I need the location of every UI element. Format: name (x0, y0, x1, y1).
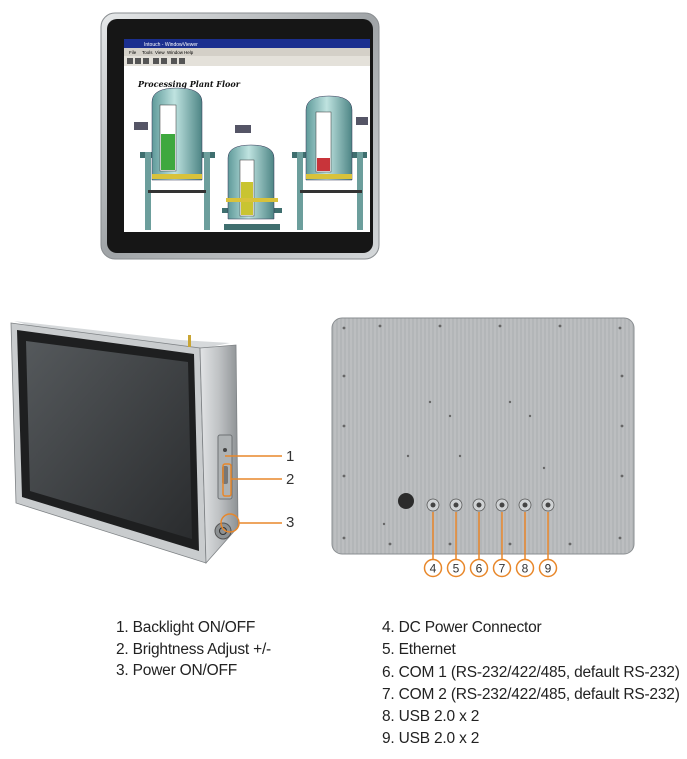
menu-tools: Tools (142, 50, 153, 55)
callout-6: 6 (476, 562, 483, 576)
menu-help: Help (184, 50, 194, 55)
tank-right (292, 95, 368, 230)
menu-file: File (129, 50, 137, 55)
rear-view-illustration: 4 5 6 7 8 9 (331, 317, 635, 578)
legend-item-com2: 7. COM 2 (RS-232/422/485, default RS-232… (382, 685, 680, 703)
tank-left (134, 87, 215, 230)
callout-4: 4 (430, 562, 437, 576)
side-callout-lines (220, 455, 282, 533)
front-view-illustration: Intouch - WindowViewer File Tools View W… (100, 12, 380, 260)
power-button-icon (214, 522, 232, 540)
backlight-button-icon (223, 448, 227, 452)
menu-window: Window (167, 50, 184, 55)
menu-view: View (155, 50, 165, 55)
side-view-illustration (10, 321, 239, 565)
callout-1: 1 (286, 448, 295, 465)
legend-item-dc-power: 4. DC Power Connector (382, 619, 542, 636)
legend-item-ethernet: 5. Ethernet (382, 641, 456, 659)
legend-rear-io: 4. DC Power Connector 5. Ethernet 6. COM… (382, 617, 680, 751)
callout-7: 7 (499, 562, 506, 576)
legend-side-controls: 1. Backlight ON/OFF 2. Brightness Adjust… (116, 617, 271, 682)
screen-title: Processing Plant Floor (137, 79, 241, 89)
legend-item-backlight: 1. Backlight ON/OFF (116, 619, 256, 636)
callout-9: 9 (545, 562, 552, 576)
legend-item-usb-b: 9. USB 2.0 x 2 (382, 730, 480, 748)
legend-item-com1: 6. COM 1 (RS-232/422/485, default RS-232… (382, 663, 680, 681)
callout-3: 3 (286, 514, 295, 531)
legend-item-usb-a: 8. USB 2.0 x 2 (382, 708, 480, 726)
callout-8: 8 (522, 562, 529, 576)
legend-item-power: 3. Power ON/OFF (116, 662, 238, 679)
legend-item-brightness: 2. Brightness Adjust +/- (116, 640, 272, 658)
callout-2: 2 (286, 471, 295, 488)
tank-middle (222, 125, 282, 230)
window-title: Intouch - WindowViewer (144, 42, 198, 48)
menu-bar: File Tools View Window Help (129, 50, 194, 55)
callout-5: 5 (453, 562, 460, 576)
